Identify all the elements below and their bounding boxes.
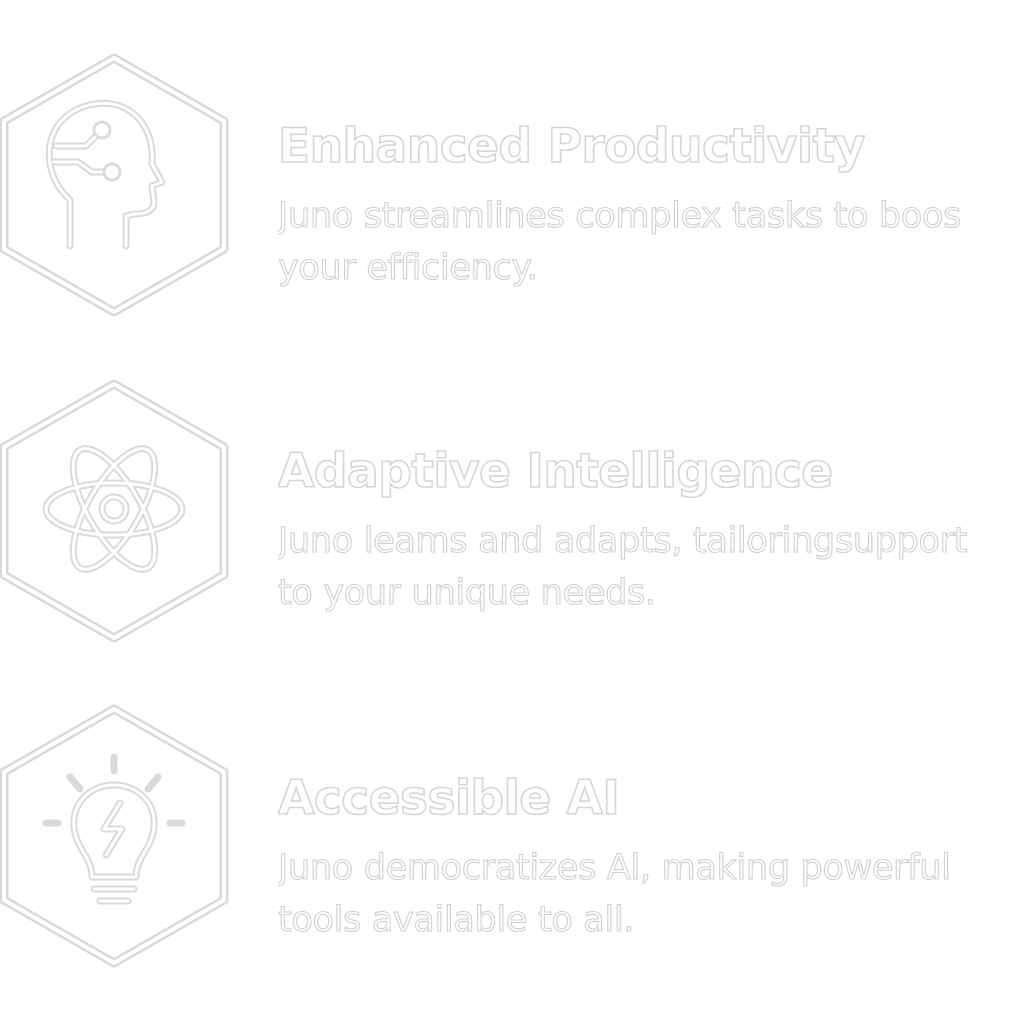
feature-description-line: to your unique needs. [278, 572, 657, 613]
feature-description: Juno streamlines complex tasks to boos y… [278, 190, 1024, 294]
feature-title: Adaptive Intelligence [278, 448, 834, 499]
feature-description-line: your efficiency. [278, 247, 539, 288]
feature-description-line: Juno streamlines complex tasks to boos [278, 195, 962, 236]
feature-accessible-ai: Accessible AI Juno democratizes Al, maki… [0, 701, 1024, 971]
feature-title: Enhanced Productivity [278, 123, 866, 174]
feature-adaptive-intelligence: Adaptive Intelligence Juno leams and ada… [0, 376, 1024, 646]
hexagon-badge [0, 701, 232, 971]
feature-text: Accessible AI Juno democratizes Al, maki… [278, 775, 1024, 946]
hexagon-badge [0, 50, 232, 320]
feature-description-line: Juno leams and adapts, tailoringsupport [278, 520, 968, 561]
feature-enhanced-productivity: Enhanced Productivity Juno streamlines c… [0, 50, 1024, 320]
feature-description-line: Juno democratizes Al, making powerful [278, 847, 951, 888]
brain-circuit-icon [0, 53, 229, 317]
feature-text: Enhanced Productivity Juno streamlines c… [278, 123, 1024, 294]
feature-description-line: tools available to all. [278, 899, 635, 940]
feature-title: Accessible AI [278, 775, 621, 826]
feature-description: Juno democratizes Al, making powerful to… [278, 842, 1024, 946]
hexagon-badge [0, 376, 232, 646]
feature-description: Juno leams and adapts, tailoringsupport … [278, 515, 1024, 619]
feature-text: Adaptive Intelligence Juno leams and ada… [278, 448, 1024, 619]
lightbulb-bolt-icon [0, 704, 229, 968]
atom-icon [0, 379, 229, 643]
